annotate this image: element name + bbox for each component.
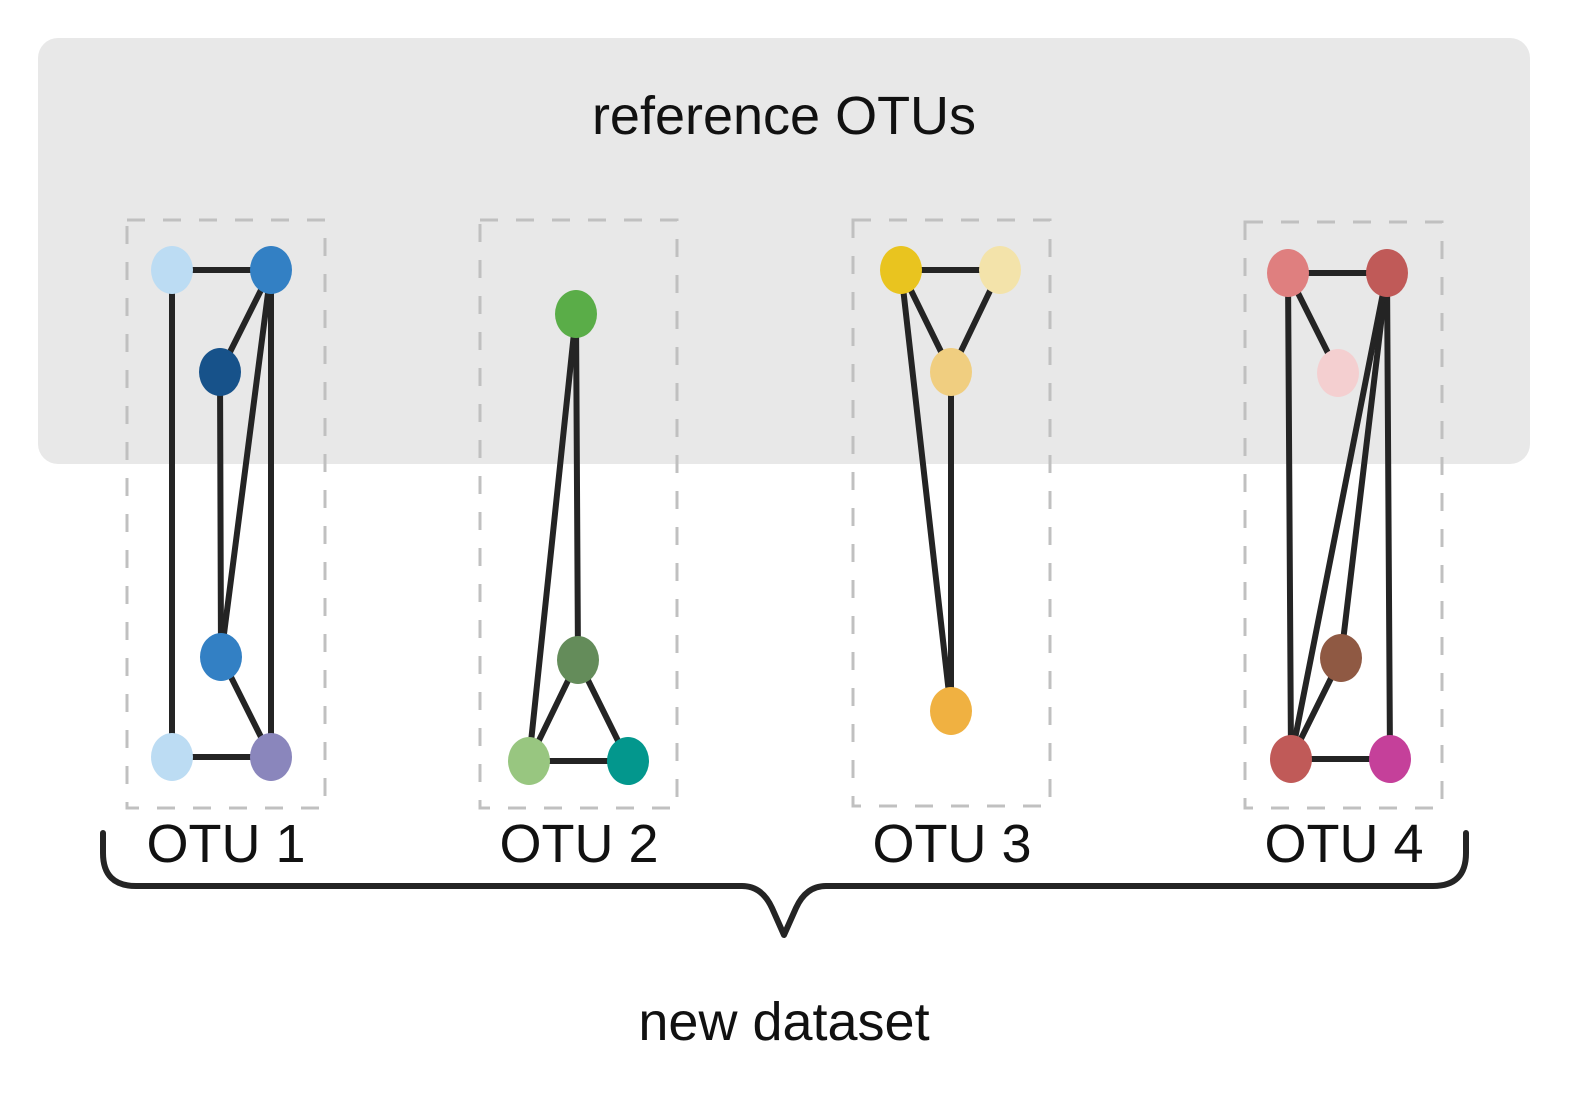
node-c [1317, 349, 1359, 397]
new-dataset-label: new dataset [638, 992, 929, 1052]
node-e [151, 733, 193, 781]
otu-dashed-box [1243, 220, 1444, 810]
otu-label: OTU 4 [1264, 814, 1423, 874]
node-a [555, 290, 597, 338]
node-d [1320, 634, 1362, 682]
otu-dashed-box [478, 218, 679, 810]
node-c [508, 737, 550, 785]
otu-group-2: OTU 2 [478, 218, 679, 874]
edge-b-d [218, 267, 274, 660]
otu-label: OTU 2 [499, 814, 658, 874]
edge-b-e [1288, 270, 1390, 762]
node-b [557, 636, 599, 684]
otu-group-1: OTU 1 [125, 218, 327, 874]
node-d [930, 687, 972, 735]
otu-group-4: OTU 4 [1243, 220, 1444, 874]
node-d [607, 737, 649, 785]
node-a [880, 246, 922, 294]
node-f [1369, 735, 1411, 783]
node-f [250, 733, 292, 781]
reference-otus-panel [38, 38, 1530, 464]
node-c [199, 348, 241, 396]
edge-a-b [573, 311, 581, 663]
otu-label: OTU 1 [146, 814, 305, 874]
edge-a-c [526, 311, 579, 764]
otu-dashed-box [125, 218, 327, 810]
edge-b-d [1338, 270, 1390, 661]
edge-a-d [898, 267, 954, 714]
node-a [1267, 249, 1309, 297]
node-a [151, 246, 193, 294]
reference-otus-title: reference OTUs [592, 86, 976, 146]
node-e [1270, 735, 1312, 783]
node-b [1366, 249, 1408, 297]
edge-a-e [1285, 270, 1294, 762]
dataset-brace [100, 830, 1469, 938]
node-b [979, 246, 1021, 294]
otu-group-3: OTU 3 [851, 218, 1052, 874]
otu-groups: OTU 1 OTU 2 OTU 3 OTU 4 [125, 218, 1444, 874]
otu-label: OTU 3 [872, 814, 1031, 874]
otu-dashed-box [851, 218, 1052, 808]
edge-b-f [1384, 270, 1393, 762]
node-b [250, 246, 292, 294]
node-c [930, 348, 972, 396]
edge-c-d [217, 369, 224, 660]
node-d [200, 633, 242, 681]
